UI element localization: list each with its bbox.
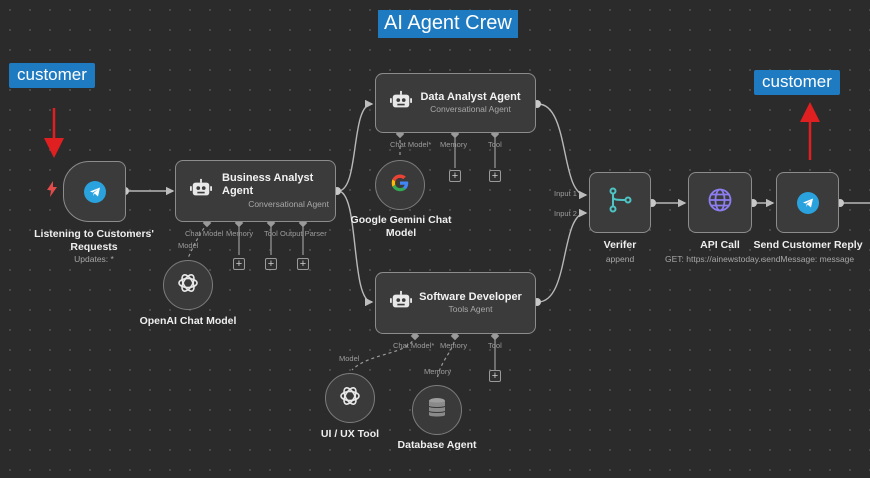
- ba-port-chat-model: Chat Model: [185, 229, 224, 238]
- da-port-chat-model: Chat Model*: [390, 140, 432, 149]
- customer-annotation-left: customer: [9, 63, 95, 88]
- api-call-title: API Call: [700, 239, 740, 251]
- sd-port-memory: Memory: [440, 341, 468, 350]
- business-analyst-agent-node[interactable]: Business Analyst Agent Conversational Ag…: [175, 160, 336, 222]
- verifier-subtitle: append: [605, 254, 635, 264]
- ba-add-output-parser-button[interactable]: +: [297, 258, 309, 270]
- customer-annotation-right: customer: [754, 70, 840, 95]
- ba-add-memory-button[interactable]: +: [233, 258, 245, 270]
- ba-port-memory: Memory: [226, 229, 254, 238]
- ba-subtitle: Conversational Agent: [248, 198, 329, 209]
- da-add-tool-button[interactable]: +: [489, 170, 501, 182]
- sd-port-tool: Tool: [488, 341, 502, 350]
- verifier-input-1: Input 1: [554, 189, 577, 198]
- openai-icon: [338, 384, 362, 413]
- wire-sd-to-verifier: [537, 208, 588, 303]
- gemini-title: Google Gemini Chat Model: [350, 214, 452, 239]
- da-port-memory: Memory: [440, 140, 468, 149]
- software-developer-agent-node[interactable]: Software Developer Tools Agent: [375, 272, 536, 334]
- da-title: Data Analyst Agent: [420, 90, 521, 103]
- telegram-trigger-node[interactable]: [63, 161, 126, 222]
- data-analyst-agent-node[interactable]: Data Analyst Agent Conversational Agent: [375, 73, 536, 133]
- database-icon: [428, 397, 446, 424]
- uiux-port-label: Model: [339, 354, 360, 363]
- robot-icon: [190, 178, 212, 205]
- sd-port-chat-model: Chat Model*: [393, 341, 435, 350]
- ba-port-tool: Tool: [264, 229, 278, 238]
- openai-title: OpenAI Chat Model: [139, 315, 237, 327]
- verifier-input-2: Input 2: [554, 209, 577, 218]
- da-add-memory-button[interactable]: +: [449, 170, 461, 182]
- robot-icon: [390, 90, 412, 117]
- workflow-title: AI Agent Crew: [378, 10, 518, 38]
- telegram-icon: [796, 191, 819, 214]
- da-port-tool: Tool: [488, 140, 502, 149]
- openai-chat-model-node[interactable]: [163, 260, 213, 310]
- api-call-subtitle: GET: https://ainewstoday.com: [665, 254, 777, 264]
- ba-title: Business Analyst Agent: [222, 172, 314, 198]
- database-port-label: Memory: [424, 367, 452, 376]
- robot-icon: [390, 290, 412, 317]
- ba-add-tool-button[interactable]: +: [265, 258, 277, 270]
- wire-da-to-verifier: [537, 103, 588, 200]
- verifier-merge-node[interactable]: [589, 172, 651, 233]
- database-agent-node[interactable]: [412, 385, 462, 435]
- da-subtitle: Conversational Agent: [430, 104, 511, 115]
- telegram-icon: [83, 180, 106, 203]
- openai-port-label: Model: [178, 241, 199, 250]
- verifier-title: Verifer: [603, 239, 637, 251]
- globe-icon: [707, 187, 733, 218]
- wire-ba-to-sd: [337, 190, 374, 307]
- uiux-title: UI / UX Tool: [320, 428, 380, 440]
- api-call-http-node[interactable]: [688, 172, 752, 233]
- trigger-subtitle: Updates: *: [74, 254, 114, 264]
- send-reply-subtitle: sendMessage: message: [762, 254, 855, 264]
- trigger-title: Listening to Customers' Requests: [34, 228, 154, 253]
- wire-ba-to-da: [337, 99, 374, 192]
- sd-add-tool-button[interactable]: +: [489, 370, 501, 382]
- sd-title: Software Developer: [419, 290, 522, 303]
- google-icon: [389, 172, 411, 199]
- merge-icon: [607, 187, 633, 218]
- lightning-icon: [47, 181, 57, 202]
- send-reply-title: Send Customer Reply: [753, 239, 863, 251]
- ui-ux-tool-node[interactable]: [325, 373, 375, 423]
- google-gemini-chat-model-node[interactable]: [375, 160, 425, 210]
- sd-subtitle: Tools Agent: [448, 304, 493, 315]
- openai-icon: [176, 271, 200, 300]
- database-title: Database Agent: [397, 439, 477, 451]
- send-customer-reply-node[interactable]: [776, 172, 839, 233]
- ba-port-output-parser: Output Parser: [280, 229, 327, 238]
